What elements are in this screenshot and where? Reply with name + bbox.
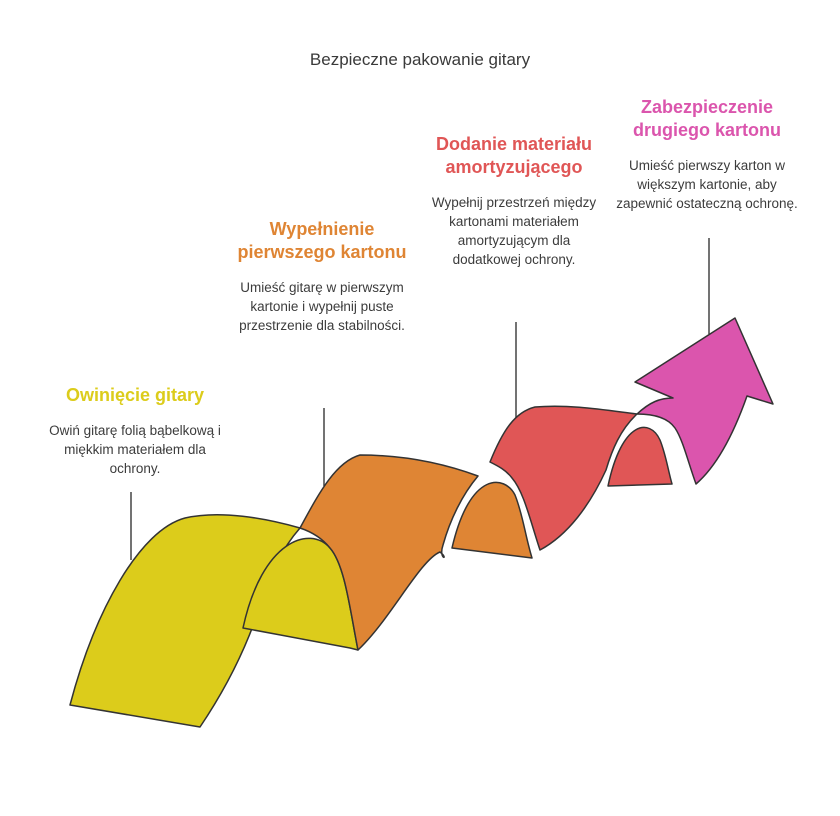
ribbon-segment-1 <box>69 513 301 728</box>
step-4-description: Umieść pierwszy karton w większym karton… <box>616 158 798 211</box>
ribbon-segment-3 <box>489 405 638 551</box>
step-2-title: Wypełnienie pierwszego kartonu <box>237 219 407 262</box>
step-2-description: Umieść gitarę w pierwszym kartonie i wyp… <box>239 280 405 333</box>
ribbon-segment-2 <box>299 454 479 651</box>
step-1: Owinięcie gitary Owiń gitarę folią bąbel… <box>40 384 230 478</box>
step-3-description: Wypełnij przestrzeń między kartonami mat… <box>431 195 597 267</box>
step-4: Zabezpieczenie drugiego kartonu Umieść p… <box>612 96 802 213</box>
step-1-title: Owinięcie gitary <box>65 385 205 405</box>
step-4-title: Zabezpieczenie drugiego kartonu <box>633 97 781 140</box>
diagram-title: Bezpieczne pakowanie gitary <box>309 50 531 69</box>
step-3: Dodanie materiału amortyzującego Wypełni… <box>424 133 604 269</box>
ribbon-segment-3-back <box>607 426 673 487</box>
step-1-description: Owiń gitarę folią bąbelkową i miękkim ma… <box>49 423 221 476</box>
step-2: Wypełnienie pierwszego kartonu Umieść gi… <box>232 218 412 335</box>
ribbon-segment-4 <box>634 317 774 485</box>
ribbon-segment-2-back <box>451 481 533 559</box>
step-3-title: Dodanie materiału amortyzującego <box>435 134 593 177</box>
